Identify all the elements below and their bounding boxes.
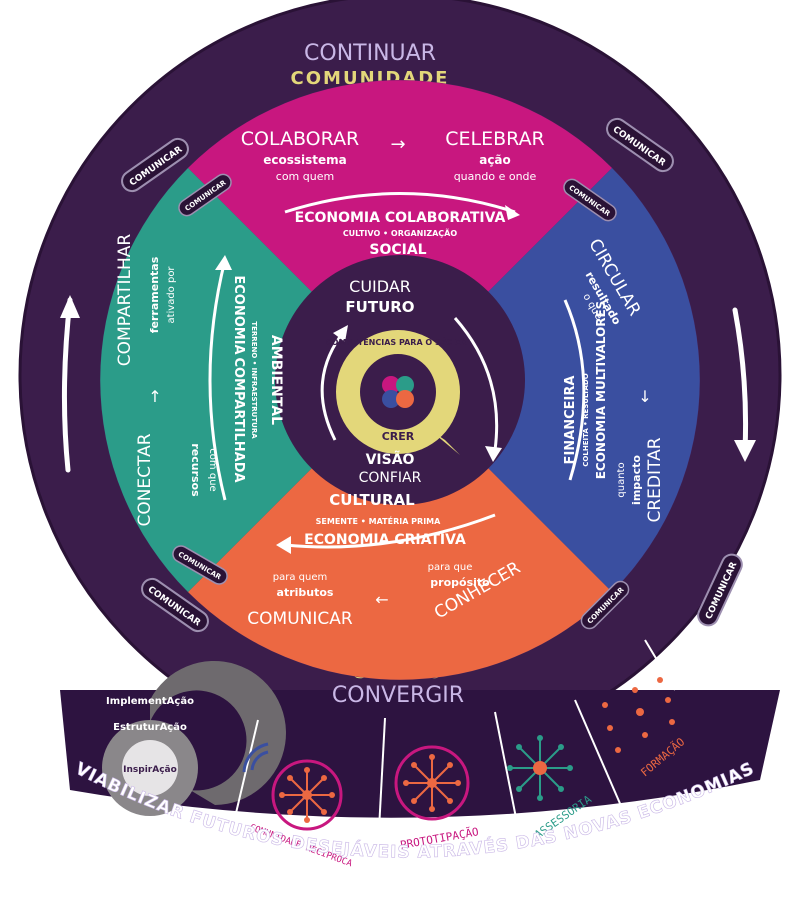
competencias-inner [360, 354, 436, 430]
financeira-economy: ECONOMIA MULTIVALORES [594, 301, 608, 480]
social-sub-left: com quem [276, 170, 334, 183]
level-inner: InspirAção [123, 765, 177, 775]
svg-text:COMPARTILHADA: COMPARTILHADA [231, 357, 246, 482]
svg-text:quanto: quanto [616, 462, 627, 497]
svg-text:recursos: recursos [189, 443, 202, 497]
financeira-dimension: FINANCEIRA [563, 376, 578, 465]
ambiental-tagline: TERRENO • INFRAESTRUTURA [250, 321, 258, 439]
svg-text:COLHEITA • RESULTADO: COLHEITA • RESULTADO [582, 373, 590, 466]
clover-icon [382, 376, 414, 408]
cultural-sub-left: para quem [273, 572, 327, 583]
sector-cultural [188, 380, 612, 680]
center-arrow-left-head [333, 325, 348, 342]
social-economy: ECONOMIA COLABORATIVA [295, 210, 506, 226]
cultural-sub-right: para que [428, 562, 473, 573]
social-arrow-right: → [390, 134, 405, 155]
service-separators [231, 639, 676, 849]
ambiental-economy: ECONOMIA COMPARTILHADA [231, 275, 246, 482]
network-icon [271, 759, 343, 831]
cultural-dimension: CULTURAL [329, 491, 415, 509]
cultural-arrow-left: ← [375, 590, 388, 609]
ambiental-bottom-sub: com que [207, 448, 218, 491]
social-dimension: SOCIAL [369, 242, 426, 258]
svg-text:AMBIENTAL: AMBIENTAL [268, 335, 284, 425]
cultural-flow-arrowhead [276, 536, 291, 554]
svg-text:FINANCEIRA: FINANCEIRA [563, 376, 578, 465]
sector-financeira [400, 168, 700, 592]
svg-text:com que: com que [207, 448, 218, 491]
competencias-text: COMPETÊNCIAS PARA O SÉC XXI [326, 336, 470, 347]
svg-text:ECONOMIA MULTIVALORES: ECONOMIA MULTIVALORES [594, 301, 608, 480]
svg-text:ECONOMIA: ECONOMIA [231, 275, 246, 354]
ambiental-bottom-bold: recursos [189, 443, 202, 497]
ambiental-flow-arrowhead [215, 255, 232, 270]
cultural-flow-arrow [284, 513, 496, 549]
center-bottom-noun: VISÃO [366, 451, 415, 468]
sector-ambiental [100, 168, 400, 592]
financeira-bottom-verb: CREDITAR [645, 437, 665, 522]
svg-text:CONECTAR: CONECTAR [135, 433, 155, 526]
bottom-verb: CONVERGIR [332, 683, 464, 708]
ambiental-dimension: AMBIENTAL [268, 335, 284, 425]
cultural-bold-left: atributos [277, 586, 334, 599]
ambiental-top-sub: ativado por [166, 266, 177, 324]
svg-text:CREDITAR: CREDITAR [645, 437, 665, 522]
top-verb: CONTINUAR [304, 41, 436, 66]
social-bold-right: ação [479, 153, 511, 167]
social-sub-right: quando e onde [454, 170, 537, 183]
social-verb-right: CELEBRAR [445, 128, 545, 150]
svg-text:ferramentas: ferramentas [148, 256, 161, 333]
financeira-flow-arrow [563, 299, 586, 481]
ambiental-top-group: COMPARTILHAR [115, 234, 135, 367]
level-outer: ImplementAção [106, 696, 194, 707]
ambiental-top-bold: ferramentas [148, 256, 161, 333]
ambiental-arrow-up: ↑ [148, 387, 161, 406]
comunicar-tag-social-right: COMUNICAR [563, 178, 617, 222]
social-verb-left: COLABORAR [241, 128, 360, 150]
financeira-bottom-bold: impacto [630, 455, 643, 505]
center-arrow-left [320, 329, 347, 441]
svg-text:COMPARTILHAR: COMPARTILHAR [115, 234, 135, 367]
social-tagline: CULTIVO • ORGANIZAÇÃO [343, 228, 458, 238]
competencias-tail [430, 430, 460, 455]
cultural-bold-right: propósito [430, 576, 490, 589]
crer-label: CRER [382, 430, 415, 443]
cultural-verb-left: COMUNICAR [247, 609, 353, 629]
center-top-verb: CUIDAR [349, 277, 411, 296]
sector-social [188, 80, 612, 381]
social-flow-arrowhead [505, 205, 520, 220]
signal-icon [250, 750, 269, 771]
center-arrow-right [453, 317, 499, 451]
network-icon [394, 745, 470, 821]
level-middle: EstruturAção [113, 722, 187, 733]
financeira-arrow-down: ↓ [638, 387, 651, 406]
svg-text:TERRENO • INFRAESTRUTURA: TERRENO • INFRAESTRUTURA [250, 321, 258, 439]
financeira-tagline: COLHEITA • RESULTADO [582, 373, 590, 466]
center-bottom-verb: CONFIAR [359, 470, 422, 486]
financeira-bottom-sub: quanto [616, 462, 627, 497]
social-flow-arrow [284, 192, 516, 214]
cycle-arrows [61, 297, 749, 473]
arrow-up-icon [60, 295, 80, 318]
center-top-noun: FUTURO [345, 298, 414, 316]
svg-text:impacto: impacto [630, 455, 643, 505]
social-bold-left: ecossistema [263, 153, 347, 167]
svg-text:ativado por: ativado por [166, 266, 177, 324]
ambiental-bottom-verb: CONECTAR [135, 433, 155, 526]
cultural-tagline: SEMENTE • MATÉRIA PRIMA [316, 515, 441, 526]
arrow-down-icon [734, 440, 756, 462]
ambiental-flow-arrow [208, 259, 227, 501]
center-arrow-right-head [485, 446, 502, 462]
